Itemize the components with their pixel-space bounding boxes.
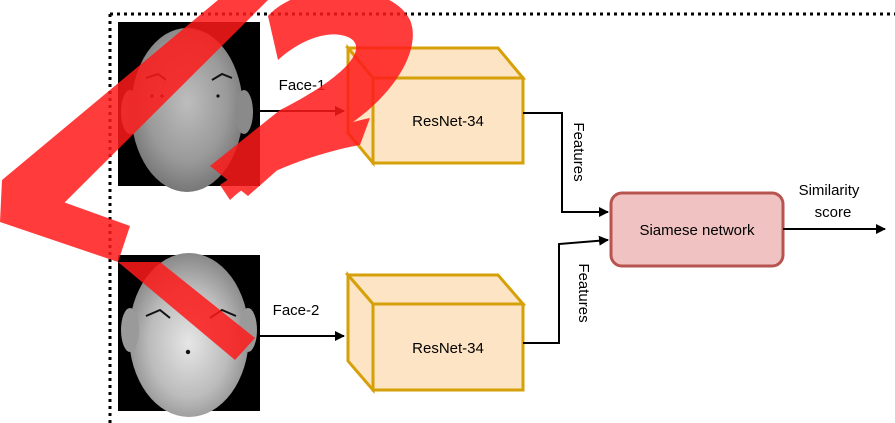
features-arrow-2 bbox=[523, 235, 609, 344]
face-2-label: Face-2 bbox=[273, 302, 320, 319]
similarity-label: Similarity bbox=[799, 182, 860, 199]
face-1-label: Face-1 bbox=[279, 77, 326, 94]
features-label-2: Features bbox=[575, 263, 592, 322]
resnet-34-label-1: ResNet-34 bbox=[412, 113, 484, 130]
resnet-34-label-2: ResNet-34 bbox=[412, 340, 484, 357]
red-watermark-overlay bbox=[0, 0, 413, 360]
resnet-34-block-2: ResNet-34 bbox=[344, 270, 527, 395]
score-label: score bbox=[815, 204, 852, 221]
siamese-network-label: Siamese network bbox=[639, 222, 755, 239]
features-arrow-1 bbox=[523, 112, 609, 217]
features-label-1: Features bbox=[570, 122, 587, 181]
